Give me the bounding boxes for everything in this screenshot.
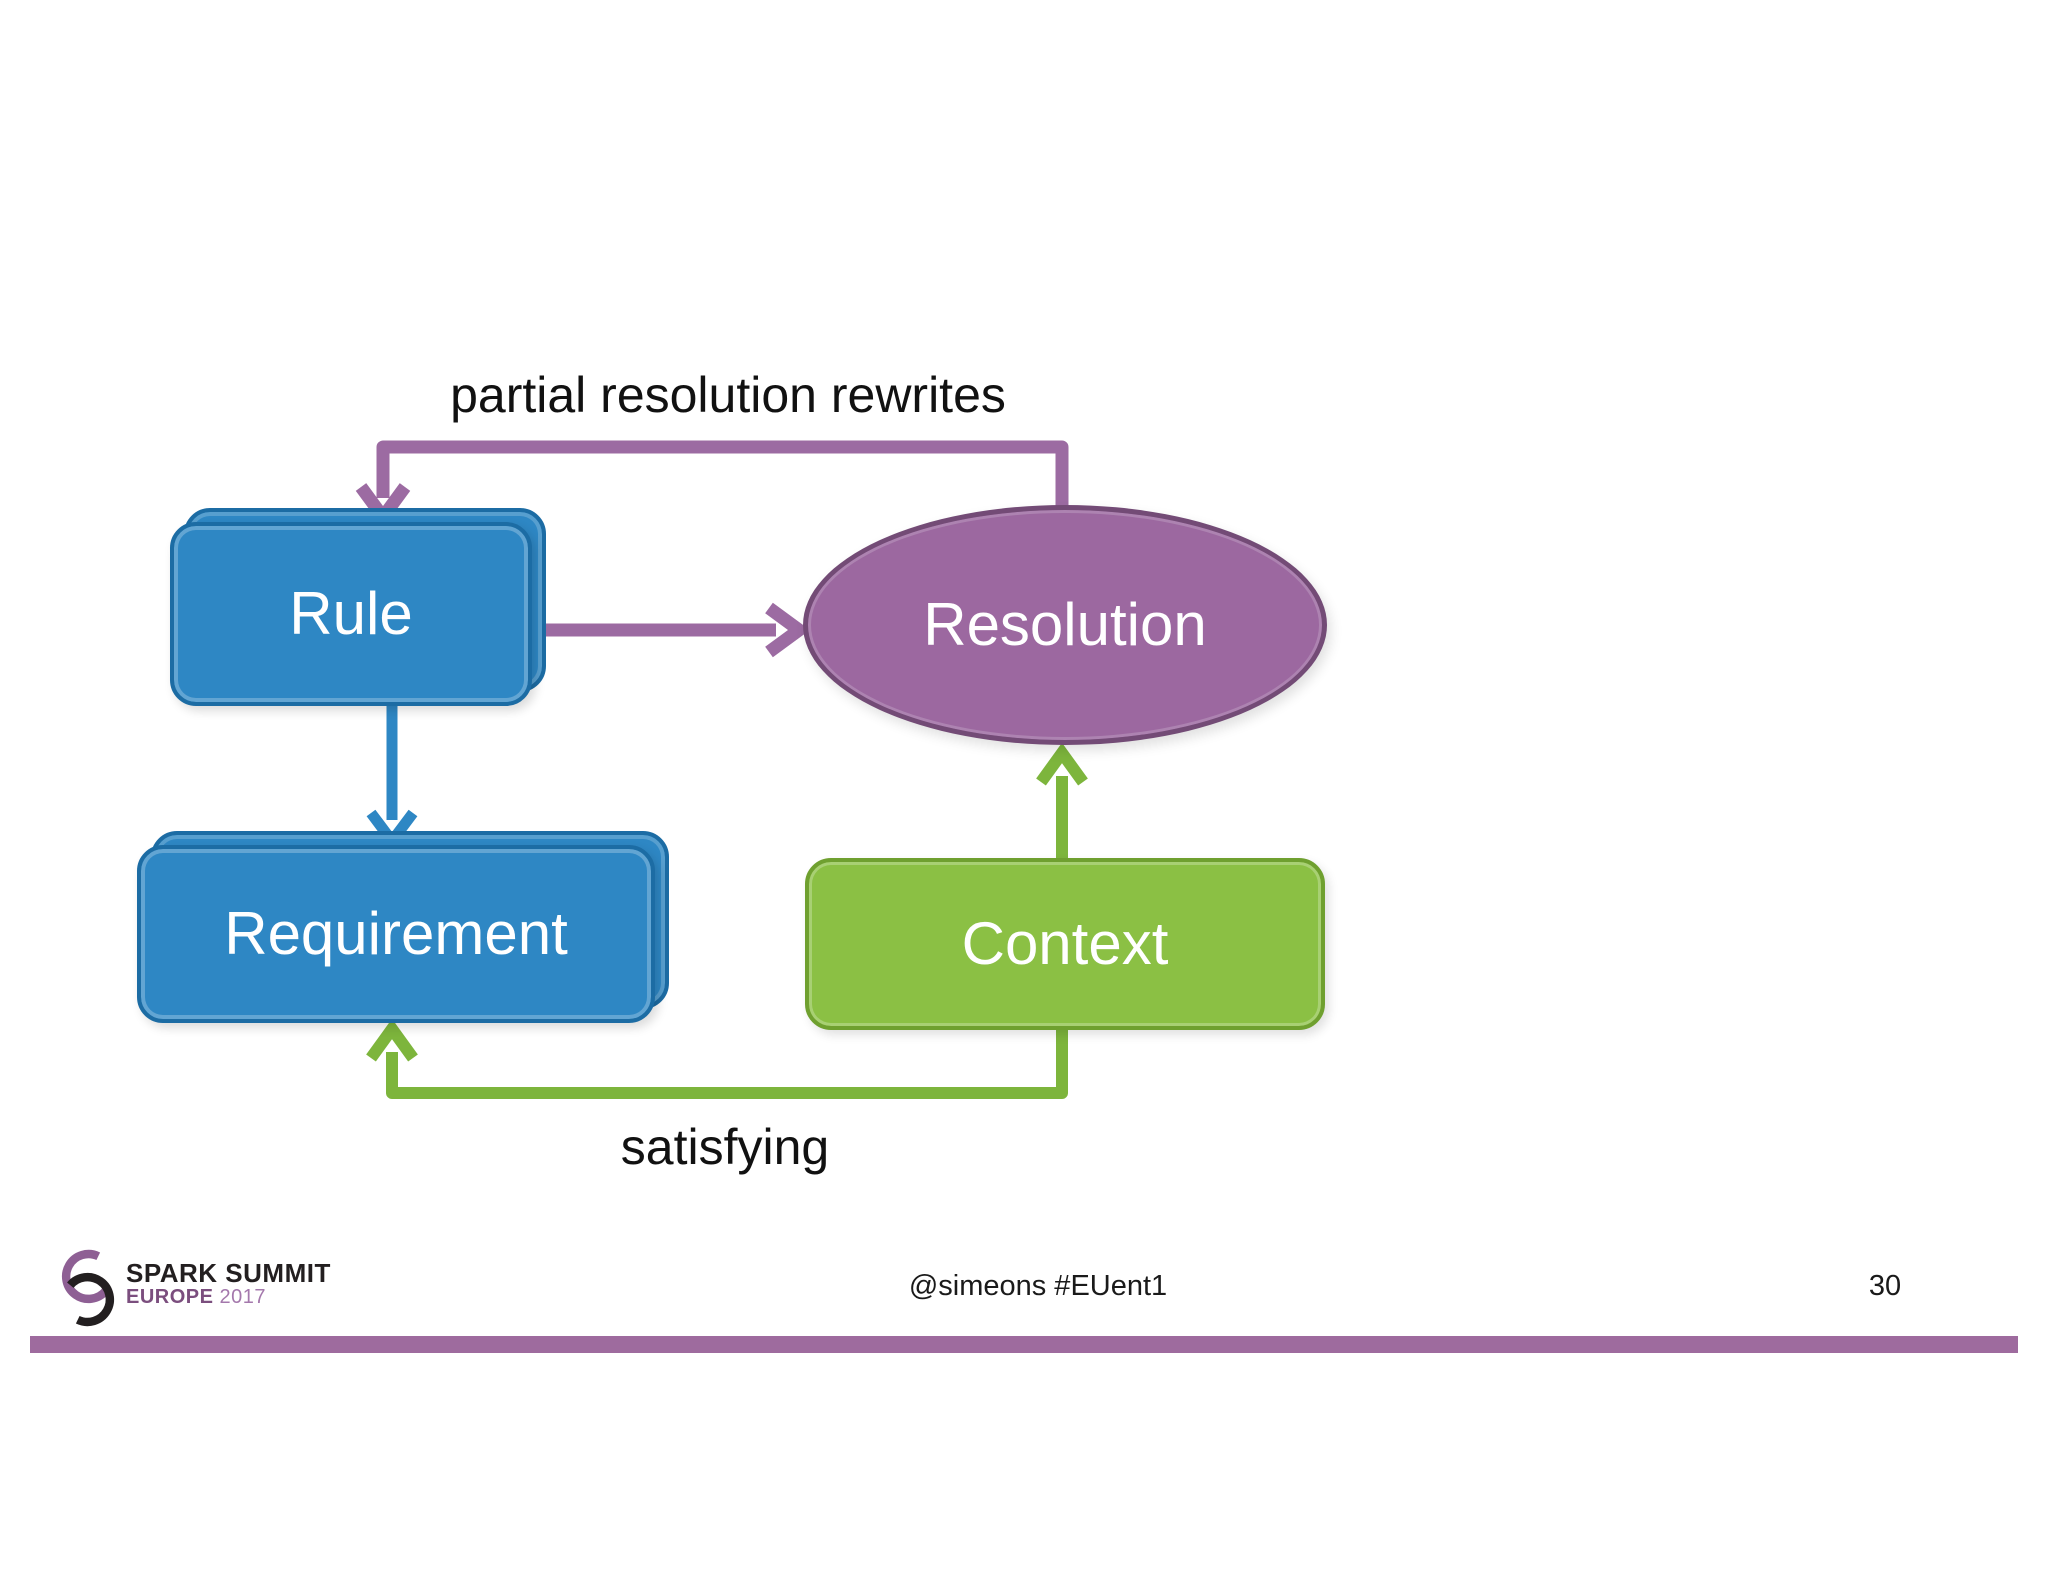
logo-year: 2017 [219, 1286, 267, 1309]
arrow-context-to-requirement-shaft [386, 1030, 1068, 1099]
spark-summit-logo-icon [61, 1249, 115, 1327]
arrowhead-context-to-requirement-icon [366, 1018, 418, 1062]
edge-label-partial-resolution-rewrites: partial resolution rewrites [450, 367, 1006, 423]
social-handle-text: @simeons #EUent1 [908, 1270, 1168, 1302]
resolution-node: Resolution [803, 505, 1327, 745]
arrowhead-context-to-resolution-icon [1036, 742, 1088, 786]
resolution-node-label: Resolution [923, 591, 1207, 658]
spark-summit-logo: SPARK SUMMIT EUROPE 2017 [60, 1246, 331, 1330]
arrowhead-rule-to-resolution-icon [765, 602, 810, 658]
edge-label-satisfying: satisfying [620, 1119, 830, 1175]
context-node: Context [805, 858, 1325, 1030]
logo-title: SPARK SUMMIT [126, 1258, 331, 1288]
logo-arc-black [67, 1272, 115, 1327]
context-node-label: Context [961, 910, 1169, 977]
requirement-node-label: Requirement [224, 900, 568, 967]
logo-arc-purple [61, 1249, 109, 1304]
logo-text: SPARK SUMMIT EUROPE 2017 [126, 1258, 331, 1308]
rule-node: Rule [170, 522, 532, 706]
slide-footer: SPARK SUMMIT EUROPE 2017 @simeons #EUent… [0, 1240, 2048, 1440]
slide-page-number: 30 [1868, 1270, 1902, 1302]
requirement-node: Requirement [137, 845, 655, 1023]
logo-subtitle: EUROPE 2017 [126, 1287, 331, 1308]
logo-region: EUROPE [126, 1286, 214, 1309]
rule-node-label: Rule [289, 580, 413, 647]
arrow-resolution-to-rule-shaft [376, 440, 1069, 506]
footer-divider-bar [30, 1336, 2018, 1353]
